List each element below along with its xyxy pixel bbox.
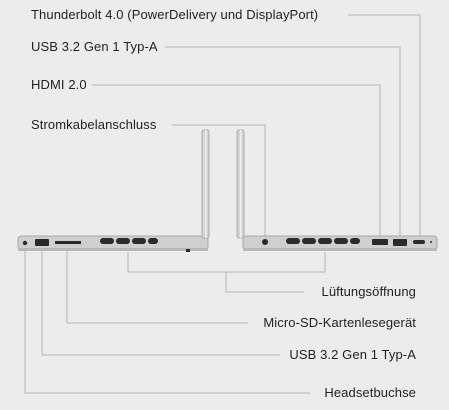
label-headset: Headsetbuchse xyxy=(324,385,416,400)
vent-right xyxy=(286,238,360,244)
label-hdmi: HDMI 2.0 xyxy=(31,77,87,92)
label-usb-left: USB 3.2 Gen 1 Typ-A xyxy=(289,347,416,362)
label-microsd: Micro-SD-Kartenlesegerät xyxy=(263,315,416,330)
leader-line-headset xyxy=(24,248,310,394)
thunderbolt-port xyxy=(413,240,425,244)
leader-line-usb-right xyxy=(165,46,401,238)
usb-port-right xyxy=(393,239,407,246)
label-usb-right: USB 3.2 Gen 1 Typ-A xyxy=(31,39,158,54)
label-vent: Lüftungsöffnung xyxy=(321,284,416,299)
hdmi-port xyxy=(372,239,388,245)
label-thunderbolt: Thunderbolt 4.0 (PowerDelivery und Displ… xyxy=(31,7,319,22)
leader-line-power xyxy=(172,124,266,238)
microsd-slot xyxy=(55,241,81,244)
label-power: Stromkabelanschluss xyxy=(31,117,157,132)
leader-lines xyxy=(24,14,421,394)
power-port xyxy=(262,239,268,245)
vent-left xyxy=(100,238,158,244)
leader-line-usb-left xyxy=(41,248,280,356)
leader-line-microsd xyxy=(66,248,248,324)
leader-line-vent-drop xyxy=(225,272,304,293)
headset-jack xyxy=(22,240,28,246)
leader-line-thunderbolt xyxy=(348,14,421,238)
laptop-left xyxy=(17,129,210,252)
leader-line-hdmi xyxy=(92,84,381,238)
laptop-right xyxy=(236,129,438,251)
usb-port-left xyxy=(35,239,49,246)
leader-line-vent xyxy=(127,252,326,273)
